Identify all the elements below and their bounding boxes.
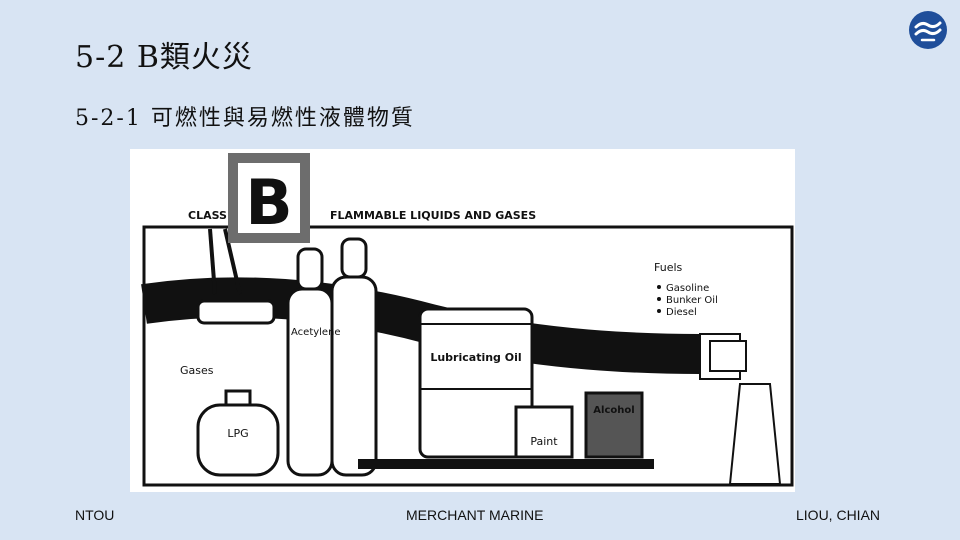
pipe-stand — [728, 383, 782, 485]
fuel-item: Diesel — [666, 307, 697, 318]
pallet — [358, 459, 654, 469]
class-label: CLASS — [188, 209, 227, 222]
paint-label: Paint — [530, 435, 558, 448]
lpg-label: LPG — [227, 427, 248, 440]
slide-subtitle: 5-2-1 可燃性與易燃性液體物質 — [75, 106, 415, 131]
oxygen-cylinder — [330, 275, 378, 477]
lpg-tank — [196, 403, 280, 477]
slide-title: 5-2 B類火災 — [75, 40, 253, 75]
class-b-fire-illustration: B CLASS FLAMMABLE LIQUIDS AND GASES Acet… — [130, 149, 795, 492]
acetylene-label: Acetylene — [291, 327, 341, 338]
lubricating-oil-drum — [418, 307, 534, 459]
paint-can — [514, 405, 574, 459]
fuels-label: Fuels — [654, 261, 683, 274]
acetylene-cylinder — [286, 287, 334, 477]
gases-label: Gases — [180, 364, 214, 377]
alcohol-label: Alcohol — [593, 405, 634, 416]
footer-right: LIOU, CHIAN — [796, 507, 881, 523]
class-letter: B — [245, 166, 292, 239]
ntou-logo-icon — [909, 11, 947, 49]
figure-heading: FLAMMABLE LIQUIDS AND GASES — [330, 209, 536, 222]
room-outline — [142, 225, 794, 487]
alcohol-can — [584, 391, 644, 459]
fuel-item: Gasoline — [666, 283, 709, 294]
lamp — [196, 299, 276, 325]
fuel-item: Bunker Oil — [666, 295, 718, 306]
footer-left: NTOU — [75, 507, 115, 523]
footer-center: MERCHANT MARINE — [406, 507, 544, 523]
lubricating-oil-label: Lubricating Oil — [430, 351, 521, 364]
